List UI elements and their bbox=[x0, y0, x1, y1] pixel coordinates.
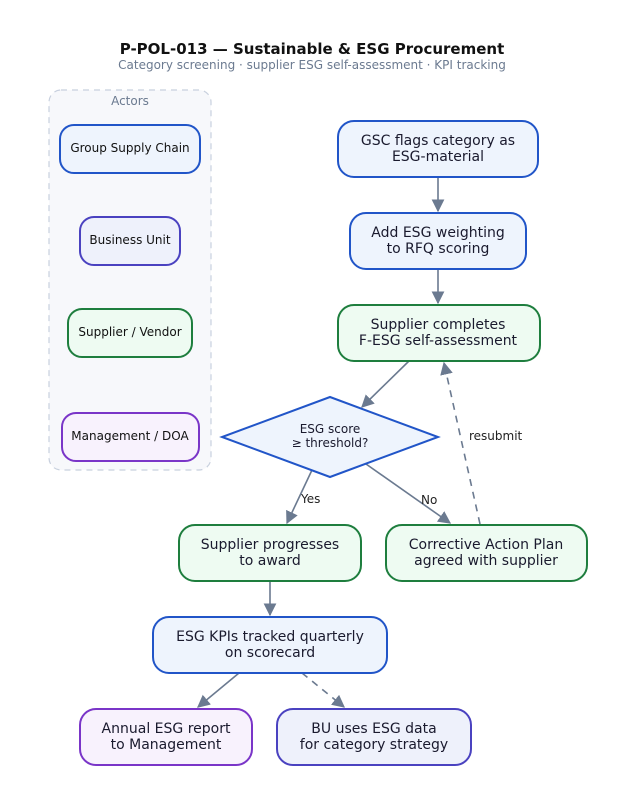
node-annual-esg-report: Annual ESG report to Management bbox=[79, 708, 253, 766]
node-esg-score-decision: ESG score ≥ threshold? bbox=[219, 395, 441, 479]
diagram-subtitle: Category screening · supplier ESG self-a… bbox=[118, 58, 506, 72]
svg-text:Corrective Action Plan: Corrective Action Plan bbox=[409, 537, 563, 553]
node-bu-uses-esg-data: BU uses ESG data for category strategy bbox=[276, 708, 472, 766]
actor-supplier-vendor: Supplier / Vendor bbox=[78, 325, 181, 339]
edge-kpi-to-bu bbox=[301, 672, 345, 708]
svg-text:for category strategy: for category strategy bbox=[300, 737, 448, 753]
actor-supplier-box bbox=[67, 308, 193, 358]
actor-bu-box bbox=[79, 216, 181, 266]
svg-text:≥ threshold?: ≥ threshold? bbox=[292, 436, 369, 450]
node-esg-kpis-tracked: ESG KPIs tracked quarterly on scorecard bbox=[152, 616, 388, 674]
svg-text:to RFQ scoring: to RFQ scoring bbox=[387, 241, 490, 257]
edge-label-no: No bbox=[421, 493, 437, 507]
actors-title: Actors bbox=[111, 94, 149, 108]
svg-text:agreed with supplier: agreed with supplier bbox=[414, 553, 558, 569]
edge-label-yes: Yes bbox=[300, 492, 320, 506]
node-corrective-action-plan: Corrective Action Plan agreed with suppl… bbox=[385, 524, 588, 582]
svg-text:BU uses ESG data: BU uses ESG data bbox=[311, 721, 436, 737]
actor-group-supply-chain: Group Supply Chain bbox=[70, 141, 189, 155]
actor-management-doa: Management / DOA bbox=[71, 429, 189, 443]
svg-text:on scorecard: on scorecard bbox=[225, 645, 315, 661]
svg-text:to Management: to Management bbox=[111, 737, 222, 753]
actors-legend: Actors Group Supply Chain Business Unit … bbox=[48, 89, 212, 471]
svg-text:Add ESG weighting: Add ESG weighting bbox=[371, 225, 504, 241]
svg-text:Annual ESG report: Annual ESG report bbox=[102, 721, 231, 737]
svg-text:F-ESG self-assessment: F-ESG self-assessment bbox=[359, 333, 518, 349]
actor-business-unit: Business Unit bbox=[89, 233, 170, 247]
edge-resubmit bbox=[440, 361, 481, 525]
node-add-esg-weighting: Add ESG weighting to RFQ scoring bbox=[349, 212, 527, 270]
svg-text:ESG KPIs tracked quarterly: ESG KPIs tracked quarterly bbox=[176, 629, 364, 645]
edges bbox=[197, 177, 481, 708]
diagram-title: P-POL-013 — Sustainable & ESG Procuremen… bbox=[120, 40, 505, 58]
node-supplier-self-assessment: Supplier completes F-ESG self-assessment bbox=[337, 304, 541, 362]
edge-label-resubmit: resubmit bbox=[469, 429, 523, 443]
svg-text:GSC flags category as: GSC flags category as bbox=[361, 133, 515, 149]
svg-text:Supplier completes: Supplier completes bbox=[371, 317, 506, 333]
node-gsc-flags-category: GSC flags category as ESG-material bbox=[337, 120, 539, 178]
node-supplier-progresses: Supplier progresses to award bbox=[178, 524, 362, 582]
edge-kpi-to-report bbox=[197, 672, 240, 708]
svg-text:to award: to award bbox=[239, 553, 301, 569]
edge-assessment-to-decision bbox=[361, 360, 410, 408]
actor-mgmt-box bbox=[61, 412, 200, 462]
svg-text:ESG-material: ESG-material bbox=[392, 149, 484, 165]
svg-text:ESG score: ESG score bbox=[300, 422, 361, 436]
actor-gsc-box bbox=[59, 124, 201, 174]
edge-decision-no bbox=[365, 463, 452, 524]
svg-text:Supplier progresses: Supplier progresses bbox=[201, 537, 339, 553]
edge-decision-yes bbox=[286, 469, 313, 525]
